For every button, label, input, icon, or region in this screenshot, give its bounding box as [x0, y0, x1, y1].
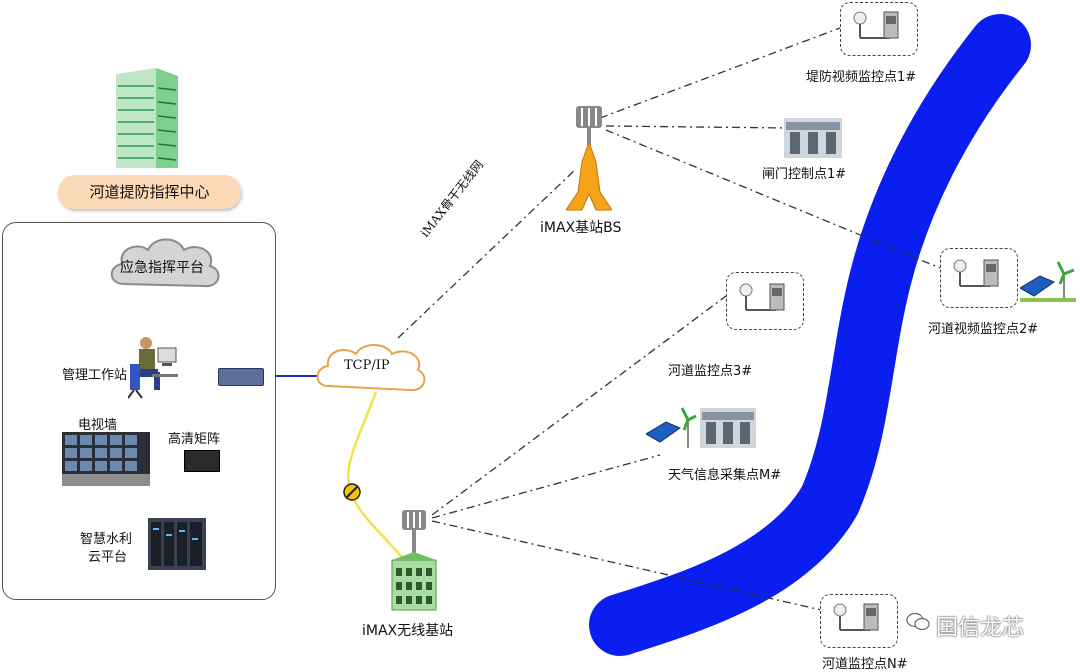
- bs-label: iMAX基站BS: [540, 220, 622, 236]
- gate-image: [784, 118, 842, 158]
- gate-control-point-label: 闸门控制点1#: [762, 167, 847, 182]
- river-monitor-n-label: 河道监控点N#: [822, 657, 908, 672]
- weather-station-image: [700, 408, 756, 448]
- hd-matrix-label: 高清矩阵: [168, 432, 221, 447]
- bs-tower-icon: [565, 102, 613, 212]
- wireless-links: [397, 27, 946, 613]
- switch-icon: [218, 368, 264, 386]
- camera-box-embankment-1: [840, 2, 918, 56]
- hd-matrix-icon: [184, 450, 220, 472]
- solar-wind-icon: [645, 404, 698, 454]
- tcpip-label: TCP/IP: [344, 358, 390, 373]
- camera-icon: [950, 256, 1010, 300]
- watermark-text: 国信龙芯: [936, 616, 1025, 641]
- server-room-image: [148, 518, 206, 570]
- tv-wall-label: 电视墙: [78, 418, 118, 433]
- wireless-base-station-icon: [388, 506, 440, 612]
- embankment-video-point-label: 堤防视频监控点1#: [806, 70, 917, 85]
- river-monitor-3-label: 河道监控点3#: [668, 364, 753, 379]
- camera-icon: [850, 8, 910, 52]
- solar-wind-icon: [1019, 258, 1076, 308]
- cloud-icon: [106, 232, 224, 298]
- camera-box-river-n: [820, 594, 898, 648]
- building-icon: [116, 68, 178, 168]
- cloud-platform-label-line2: 云平台: [88, 550, 128, 565]
- camera-box-river-3: [726, 272, 804, 330]
- emergency-platform-label: 应急指挥平台: [120, 260, 204, 276]
- wireless-base-station-label: iMAX无线基站: [362, 623, 454, 639]
- workstation-label: 管理工作站: [62, 368, 128, 383]
- camera-box-river-2: [940, 248, 1018, 308]
- river-video-point-label: 河道视频监控点2#: [928, 322, 1039, 337]
- tcpip-cloud-icon: [310, 338, 430, 398]
- camera-icon: [736, 280, 796, 324]
- camera-icon: [830, 600, 890, 644]
- river: [589, 14, 1031, 656]
- weather-point-label: 天气信息采集点M#: [668, 468, 782, 483]
- wechat-icon: [906, 612, 930, 632]
- tv-wall-image: [62, 432, 150, 486]
- command-center-label: 河道提防指挥中心: [58, 175, 241, 209]
- cloud-platform-label-line1: 智慧水利: [80, 532, 133, 547]
- workstation-icon: [127, 334, 180, 404]
